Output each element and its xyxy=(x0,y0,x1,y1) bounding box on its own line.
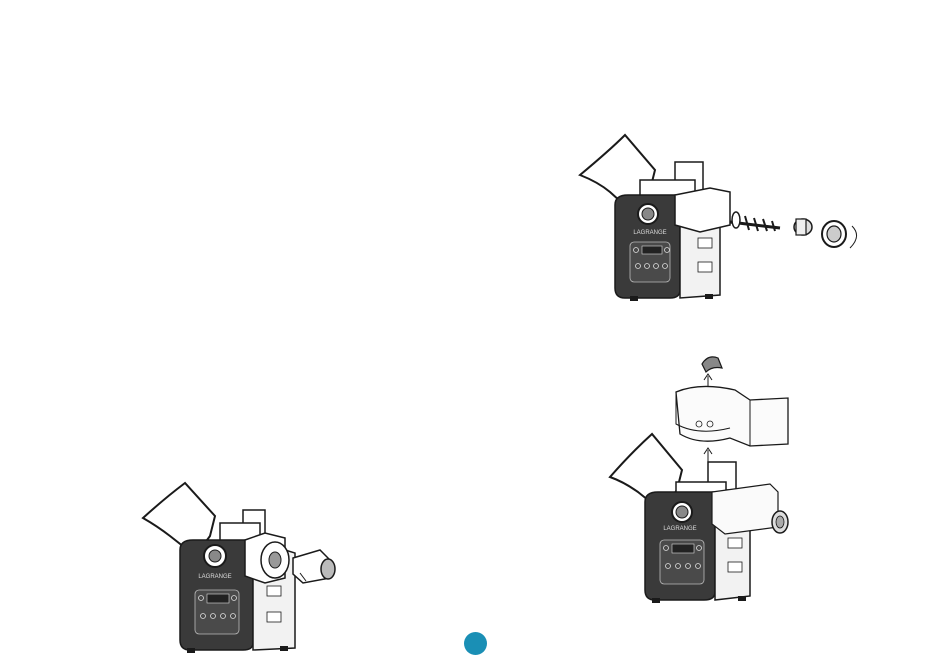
juicer-machine-icon: LAGRANGE xyxy=(600,352,800,607)
juicer-machine-icon: LAGRANGE xyxy=(570,130,860,305)
brand-label: LAGRANGE xyxy=(633,230,666,236)
brand-label: LAGRANGE xyxy=(663,526,696,532)
juicer-machine-icon: LAGRANGE xyxy=(135,478,345,658)
figure-disassemble-auger: LAGRANGE xyxy=(570,130,860,305)
end-cap-icon xyxy=(794,219,812,235)
locking-ring-icon xyxy=(822,221,846,247)
pusher-icon xyxy=(702,357,722,372)
end-cap-icon xyxy=(293,550,335,583)
brand-label: LAGRANGE xyxy=(198,574,231,580)
figure-remove-outlet-cap: LAGRANGE xyxy=(135,478,345,658)
page-marker-dot xyxy=(464,632,487,655)
rotate-arrow-icon xyxy=(850,226,857,248)
auger-icon xyxy=(730,212,780,231)
hopper-icon xyxy=(676,386,788,446)
figure-remove-hopper: LAGRANGE xyxy=(600,352,800,607)
